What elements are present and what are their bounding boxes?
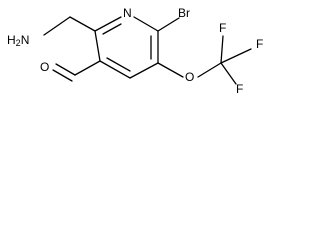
bromine-label: Br (178, 6, 190, 20)
bond-carbon-fluorine-right (220, 48, 252, 64)
bond-c4-c3 (99, 60, 131, 79)
bond-ring-double-c2-n1 (102, 23, 122, 35)
bond-amine-ch2 (43, 16, 71, 36)
structure-diagram: H2N N Br O O F F F (0, 0, 272, 98)
ring-nitrogen-label: N (123, 6, 132, 20)
bond-ch2-ring (69, 16, 96, 32)
bond-oxygen-cf3 (197, 62, 222, 78)
aldehyde-oxygen-label: O (40, 60, 49, 74)
atom-labels-group: H2N N Br O O F F F (7, 6, 263, 96)
bond-c2-n1 (94, 16, 122, 32)
amine-label: H2N (7, 33, 29, 48)
bond-n1-c6 (133, 16, 159, 32)
bond-c3-c2 (94, 30, 101, 62)
bond-ring-ether-oxygen (157, 62, 184, 78)
fluorine-bottom-label: F (236, 82, 243, 96)
fluorine-right-label: F (256, 37, 263, 51)
bond-ring-bromine (157, 17, 180, 32)
bond-ring-double-c4-c3 (106, 57, 131, 72)
bonds-group (43, 16, 252, 85)
bond-carbon-fluorine-top (220, 35, 224, 64)
ether-oxygen-label: O (185, 70, 194, 84)
bond-c5-c4 (129, 62, 159, 79)
bond-carbon-fluorine-bottom (220, 62, 237, 85)
bond-aldehyde-co-1 (55, 63, 76, 76)
fluorine-top-label: F (219, 21, 226, 35)
bond-aldehyde-co-2 (52, 69, 73, 82)
chemical-structure-svg: H2N N Br O O F F F (7, 6, 263, 96)
bond-ring-aldehyde-carbon (74, 60, 101, 76)
